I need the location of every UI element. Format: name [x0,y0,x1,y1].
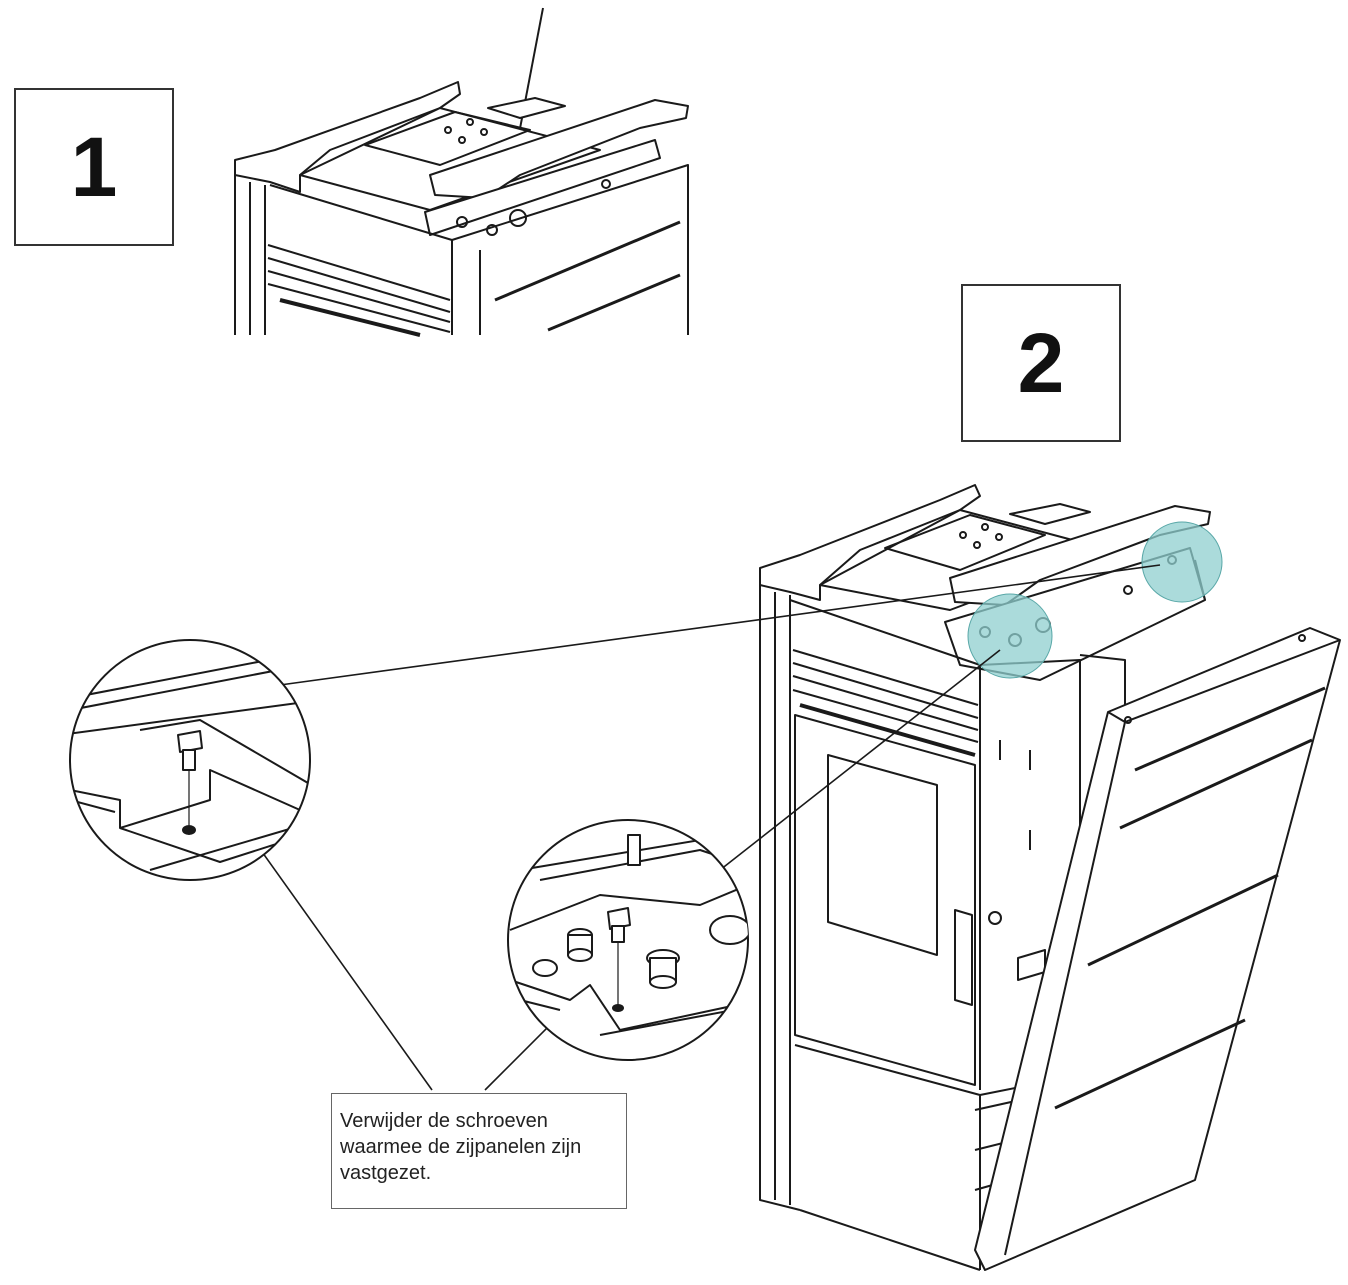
stove-top-view-1 [234,7,689,337]
screw-icon [177,730,203,753]
instruction-callout: Verwijder de schroeven waarmee de zijpan… [331,1093,627,1209]
step-2-label: 2 [961,284,1121,442]
callout-line-2: waarmee de zijpanelen zijn [340,1136,582,1158]
screw-icon [607,907,631,930]
stove-exploded-view-2 [759,484,1341,1271]
zoom-detail-right [507,819,749,1061]
step-1-label: 1 [14,88,174,246]
callout-line-3: vastgezet. [340,1162,432,1184]
callout-line-1: Verwijder de schroeven [340,1110,548,1132]
highlight-screw-left [967,593,1053,679]
highlight-screw-right [1141,521,1223,603]
zoom-detail-left [69,639,311,881]
